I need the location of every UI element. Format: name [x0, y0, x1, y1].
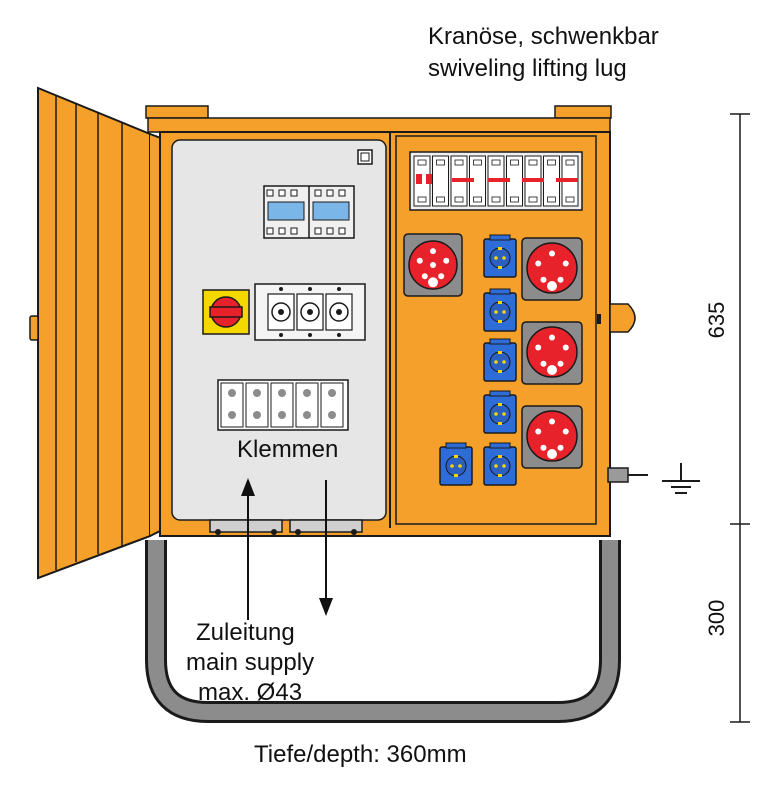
- frame-height-dimension: 300: [704, 600, 729, 637]
- cee-socket-32a-middle: [521, 321, 583, 385]
- supply-label-de: Zuleitung: [196, 619, 295, 646]
- height-dimension-line: [730, 113, 750, 723]
- depth-label: Tiefe/depth: 360mm: [254, 741, 467, 768]
- cee-socket-32a-bottom: [521, 405, 583, 469]
- terminals-label: Klemmen: [237, 436, 338, 463]
- terminal: [320, 382, 344, 428]
- lifting-lug: [609, 303, 636, 333]
- supply-out-arrow: [319, 480, 333, 616]
- door-handle-icon: [29, 315, 39, 341]
- supply-label-en: main supply: [186, 649, 314, 676]
- lifting-lug-label-en: swiveling lifting lug: [428, 55, 627, 82]
- lifting-lug-label-de: Kranöse, schwenkbar: [428, 23, 659, 50]
- cee-socket-32a-top: [521, 237, 583, 301]
- cabinet-door: [29, 86, 167, 580]
- terminal: [270, 382, 294, 428]
- terminal: [295, 382, 319, 428]
- panel-label-square: [357, 149, 373, 165]
- terminal: [220, 382, 244, 428]
- rotary-main-switch: [202, 289, 250, 335]
- earth-bolt: [607, 467, 648, 483]
- supply-size-label: max. Ø43: [198, 679, 302, 706]
- cabinet-height-dimension: 635: [704, 302, 729, 339]
- cee-socket-16a: [403, 233, 463, 297]
- earth-ground-symbol: [662, 463, 700, 494]
- supply-in-arrow: [241, 478, 255, 620]
- base-frame: [145, 540, 621, 723]
- terminal: [245, 382, 269, 428]
- mcb-module: [432, 155, 449, 207]
